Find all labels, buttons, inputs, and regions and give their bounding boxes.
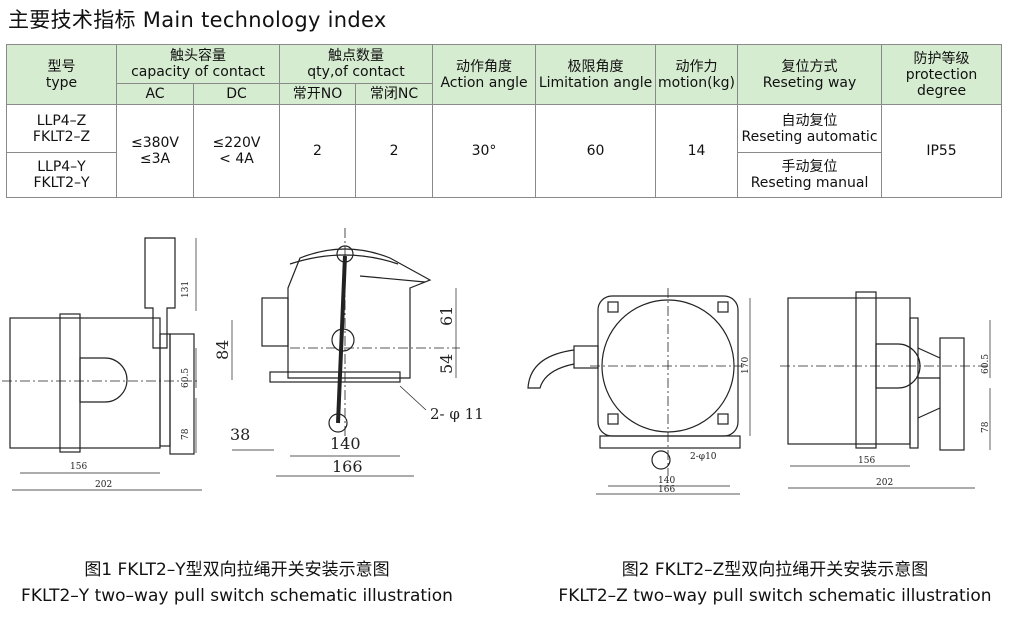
dim-54: 54: [437, 354, 456, 374]
caption-fig1: 图1 FKLT2–Y型双向拉绳开关安装示意图 FKLT2–Y two–way p…: [2, 557, 472, 609]
cell-motion: 14: [655, 104, 739, 198]
cell-ac: ≤380V≤3A: [116, 104, 194, 198]
cell-protect: IP55: [881, 104, 1003, 198]
header-ac: AC: [116, 83, 194, 105]
header-dc: DC: [192, 83, 281, 105]
dim-fig2-202: 202: [876, 478, 893, 488]
dim-170: 170: [741, 357, 751, 374]
dim-38: 38: [230, 425, 250, 444]
caption-fig2-en: FKLT2–Z two–way pull switch schematic il…: [558, 586, 992, 606]
dim-fig2-166: 166: [658, 485, 675, 495]
technical-drawing: 131 60.5 78 156 202 84 61 54 2- φ 11 38 …: [2, 228, 991, 495]
cell-no: 2: [279, 104, 357, 198]
dim-131: 131: [181, 281, 191, 298]
cell-limit: 60: [535, 104, 657, 198]
caption-fig2: 图2 FKLT2–Z型双向拉绳开关安装示意图 FKLT2–Z two–way p…: [540, 557, 1010, 609]
dim-fig2-140: 140: [658, 476, 675, 486]
dim-202: 202: [95, 480, 112, 490]
dim-fig2-60-5: 60.5: [981, 354, 991, 374]
caption-fig1-cn: 图1 FKLT2–Y型双向拉绳开关安装示意图: [84, 560, 390, 580]
fig2-side-view: [780, 291, 991, 489]
fig1-front-view: [231, 228, 460, 477]
fig1-side-view: [2, 237, 202, 491]
dim-61: 61: [437, 306, 456, 326]
dim-60-5: 60.5: [181, 368, 191, 388]
dim-78: 78: [181, 428, 191, 440]
caption-fig1-en: FKLT2–Y two–way pull switch schematic il…: [21, 586, 453, 606]
fig2-front-view: [527, 288, 751, 495]
page-title: 主要技术指标 Main technology index: [8, 8, 387, 32]
dim-fig2-156: 156: [858, 456, 875, 466]
dim-2-phi-10: 2-φ10: [690, 452, 717, 462]
cell-action: 30°: [432, 104, 537, 198]
dim-84: 84: [213, 340, 232, 360]
dim-166: 166: [332, 457, 363, 476]
header-no: 常开NO: [279, 83, 357, 105]
cell-nc: 2: [355, 104, 434, 198]
dim-2-phi-11: 2- φ 11: [430, 405, 484, 423]
caption-fig2-cn: 图2 FKLT2–Z型双向拉绳开关安装示意图: [621, 560, 929, 580]
dim-fig2-78: 78: [981, 421, 991, 433]
cell-dc: ≤220V< 4A: [192, 104, 281, 198]
dim-156: 156: [70, 462, 87, 472]
header-nc: 常闭NC: [355, 83, 434, 105]
dim-140: 140: [330, 434, 361, 453]
